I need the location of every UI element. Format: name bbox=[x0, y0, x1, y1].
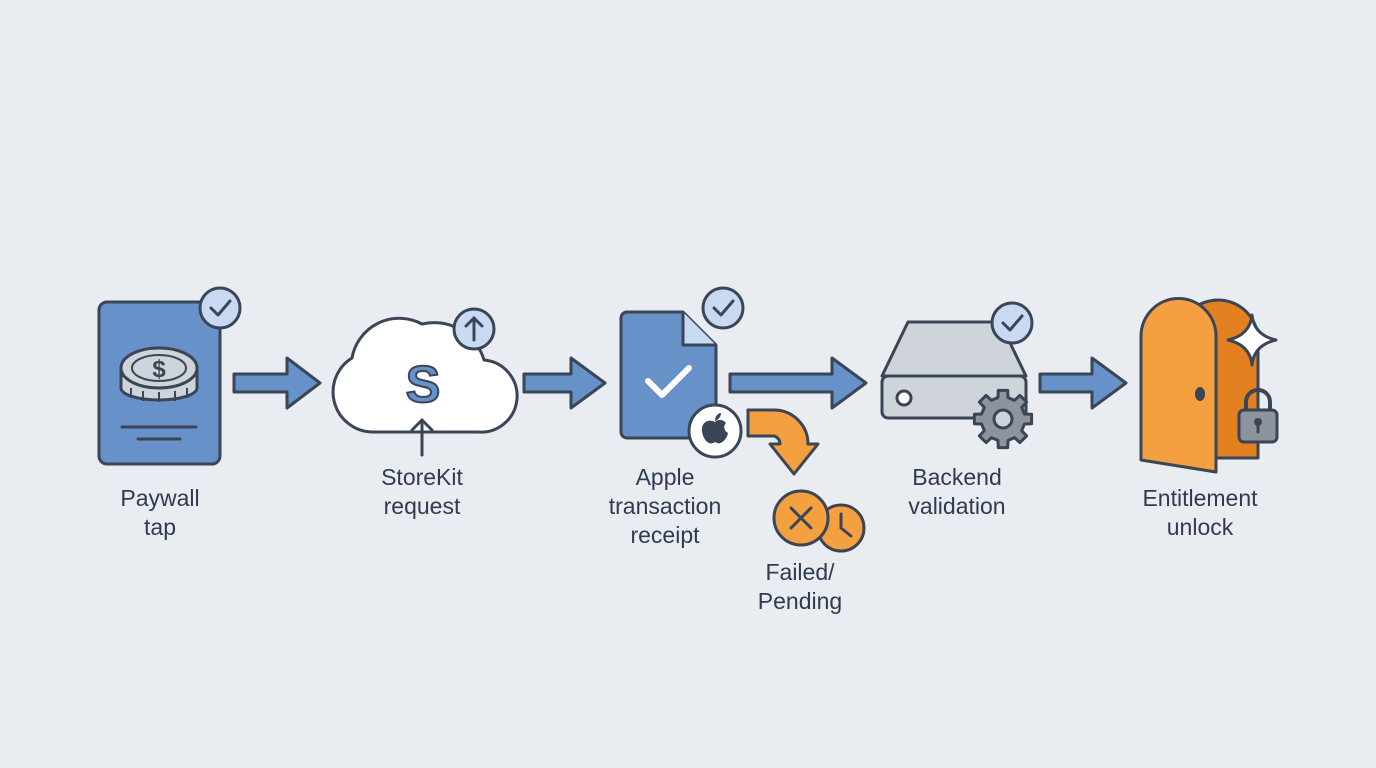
sparkle-icon bbox=[1226, 313, 1278, 367]
step-label-paywall: Paywall tap bbox=[120, 485, 200, 540]
apple-logo-icon bbox=[687, 403, 743, 459]
check-badge-icon bbox=[990, 301, 1034, 345]
cloud-dollar-icon: S bbox=[331, 307, 519, 457]
paywall-card-icon: $ bbox=[97, 286, 242, 466]
server-gear-icon bbox=[880, 301, 1034, 450]
step-label-receipt: Apple transaction receipt bbox=[608, 464, 722, 548]
arrow-paywall-to-storekit bbox=[232, 356, 322, 410]
failed-branch bbox=[746, 408, 866, 553]
door-lock-sparkle-icon bbox=[1139, 297, 1279, 474]
step-label-storekit: StoreKit request bbox=[381, 464, 463, 519]
step-label-backend: Backend validation bbox=[908, 464, 1006, 519]
arrow-storekit-to-receipt bbox=[522, 356, 607, 410]
svg-text:$: $ bbox=[152, 356, 166, 383]
gear-hole bbox=[992, 408, 1014, 430]
arrow-backend-to-entitlement bbox=[1038, 356, 1128, 410]
up-arrow-icon bbox=[410, 418, 434, 457]
failed-x-icon bbox=[772, 489, 830, 547]
check-badge-icon bbox=[701, 286, 745, 330]
branch-label-failed-pending: Failed/ Pending bbox=[757, 559, 843, 614]
document-check-icon bbox=[619, 286, 745, 459]
svg-text:S: S bbox=[406, 356, 441, 414]
arrow-receipt-to-backend bbox=[728, 356, 868, 410]
check-badge-icon bbox=[198, 286, 242, 330]
dollar-coin-icon: $ bbox=[119, 346, 199, 402]
upload-badge-icon bbox=[452, 307, 496, 351]
step-label-entitlement: Entitlement unlock bbox=[1142, 485, 1258, 540]
lock-icon bbox=[1237, 388, 1279, 444]
gear-icon bbox=[972, 388, 1034, 450]
